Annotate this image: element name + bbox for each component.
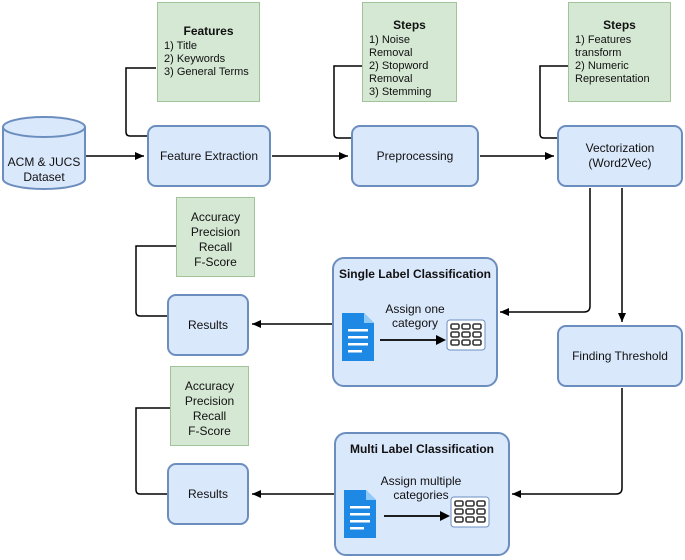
link-steps-note-preprocessing bbox=[333, 65, 362, 139]
arrow-vectorization-to-single-label bbox=[500, 188, 591, 316]
link-metrics-note-multi bbox=[135, 407, 176, 495]
single-label-classification-box: Single Label Classification Assign one c… bbox=[332, 257, 498, 387]
vectorization-steps-title: Steps bbox=[603, 18, 636, 32]
preprocessing-steps-line: 1) Noise Removal bbox=[369, 34, 413, 59]
link-steps-note-vectorization bbox=[539, 65, 568, 139]
arrow-finding-threshold-to-multi-label bbox=[512, 388, 623, 498]
vectorization-steps-line: Representation bbox=[575, 73, 650, 85]
assign-arrow bbox=[380, 335, 446, 345]
metrics-multi-line: Accuracy bbox=[184, 379, 235, 393]
preprocessing-steps-note: Steps 1) Noise Removal 2) Stopword Remov… bbox=[362, 2, 457, 102]
metrics-multi-line: Precision bbox=[184, 394, 235, 408]
preprocessing-steps-line: 3) Stemming bbox=[369, 86, 432, 98]
features-note-line: 1) Title bbox=[164, 40, 198, 52]
metrics-single-line: F-Score bbox=[194, 255, 237, 269]
features-note: Features 1) Title 2) Keywords 3) General… bbox=[157, 2, 260, 102]
metrics-multi-line: Recall bbox=[192, 409, 227, 423]
single-label-assign-line1: Assign one bbox=[385, 302, 445, 316]
metrics-single-line: Recall bbox=[198, 240, 233, 254]
metrics-single-note: Accuracy Precision Recall F-Score bbox=[176, 197, 255, 277]
multi-label-assign-line1: Assign multiple bbox=[380, 474, 462, 488]
multi-label-classification-box: Multi Label Classification Assign multip… bbox=[334, 432, 510, 556]
category-grid-icon bbox=[446, 319, 486, 351]
document-icon bbox=[342, 313, 374, 361]
document-icon bbox=[344, 490, 376, 538]
metrics-single-line: Precision bbox=[190, 225, 241, 239]
vectorization-steps-line: 1) Features bbox=[575, 34, 632, 46]
link-features-note bbox=[125, 67, 156, 137]
multi-label-assign-text: Assign multiple categories bbox=[366, 474, 476, 502]
preprocessing-steps-title: Steps bbox=[393, 18, 426, 32]
category-grid-icon bbox=[450, 496, 490, 528]
vectorization-steps-note: Steps 1) Features transform 2) Numeric R… bbox=[568, 2, 671, 102]
link-metrics-note-single bbox=[135, 245, 176, 317]
single-label-assign-text: Assign one category bbox=[370, 302, 460, 330]
multi-label-title: Multi Label Classification bbox=[349, 442, 495, 456]
dataset-database-icon bbox=[2, 116, 86, 190]
single-label-title: Single Label Classification bbox=[338, 267, 492, 281]
finding-threshold-node: Finding Threshold bbox=[557, 325, 683, 387]
vectorization-steps-line: 2) Numeric bbox=[575, 60, 629, 72]
vectorization-label-line1: Vectorization bbox=[585, 141, 655, 155]
results-multi-node: Results bbox=[167, 463, 249, 525]
dataset-label-line2: Dataset bbox=[23, 170, 65, 184]
dataset-label-line1: ACM & JUCS bbox=[7, 155, 81, 169]
single-label-assign-line2: category bbox=[391, 316, 439, 330]
preprocessing-steps-line: Removal bbox=[369, 73, 413, 85]
metrics-multi-note: Accuracy Precision Recall F-Score bbox=[170, 366, 249, 446]
metrics-multi-line: F-Score bbox=[188, 424, 231, 438]
metrics-single-line: Accuracy bbox=[190, 210, 241, 224]
features-note-line: 3) General Terms bbox=[164, 66, 249, 78]
dataset-label: ACM & JUCS Dataset bbox=[0, 155, 88, 185]
preprocessing-steps-line: 2) Stopword bbox=[369, 60, 429, 72]
features-note-title: Features bbox=[183, 24, 234, 38]
preprocessing-node: Preprocessing bbox=[351, 125, 479, 187]
vectorization-label-line2: (Word2Vec) bbox=[588, 156, 652, 170]
features-note-line: 2) Keywords bbox=[164, 53, 226, 65]
vectorization-steps-line: transform bbox=[575, 47, 622, 59]
vectorization-node: Vectorization (Word2Vec) bbox=[557, 125, 683, 187]
multi-label-assign-line2: categories bbox=[393, 488, 449, 502]
results-single-node: Results bbox=[167, 294, 249, 356]
feature-extraction-node: Feature Extraction bbox=[147, 125, 271, 187]
assign-arrow bbox=[384, 511, 450, 521]
